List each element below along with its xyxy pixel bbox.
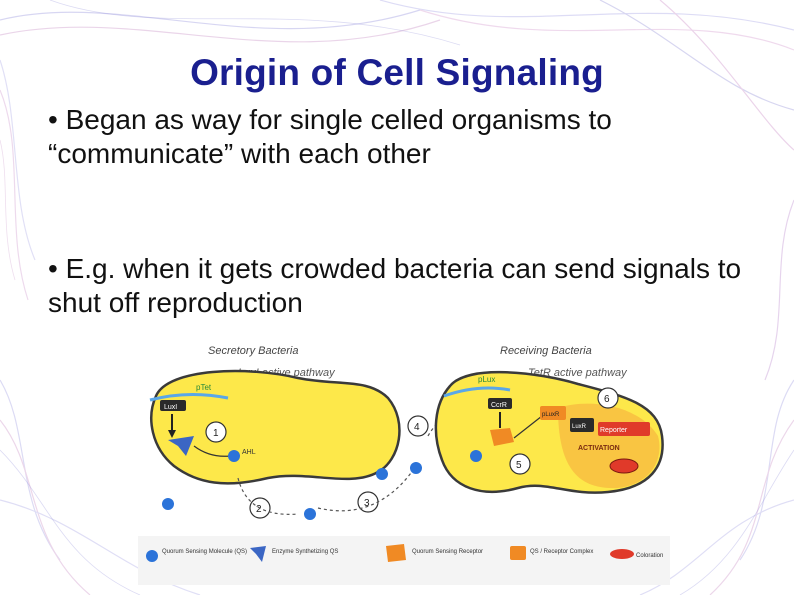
step-number: 5 (516, 460, 522, 471)
signal-path (237, 477, 299, 515)
receptor-icon (490, 428, 514, 446)
enzyme-icon (250, 546, 266, 562)
arrow (513, 415, 543, 439)
signal-molecule-icon (228, 450, 240, 462)
legend-item-coloration: Coloration (610, 549, 663, 559)
step-number: 4 (414, 422, 420, 433)
bullet-point: • Began as way for single celled organis… (48, 104, 612, 169)
step-marker (205, 421, 227, 443)
lux-label: pLux (478, 375, 495, 384)
legend-item-complex: QS / Receptor Complex (510, 546, 593, 560)
step-number: 3 (364, 498, 370, 509)
ahl-label: AHL (242, 449, 256, 456)
dna-strand (443, 386, 511, 398)
signal-molecule-icon (470, 450, 482, 462)
ccr-label: CcrR (491, 402, 507, 409)
reporter-label: Reporter (600, 427, 628, 434)
signal-molecule-icon (162, 498, 174, 510)
legend-label: Enzyme Synthetizing QS (272, 549, 338, 555)
step-marker (597, 387, 619, 409)
left-heading: Secretory Bacteria (208, 345, 298, 357)
quorum-sensing-figure: Secretory Bacteria LuxI active pathway R… (138, 338, 670, 585)
right-heading: Receiving Bacteria (500, 345, 592, 357)
right-subheading: TetR active pathway (528, 367, 628, 379)
gene-block (488, 398, 512, 409)
arrow-head (168, 430, 176, 438)
complex-icon (540, 406, 566, 420)
receptor-icon (386, 544, 406, 562)
legend-item-enzyme: Enzyme Synthetizing QS (250, 546, 338, 562)
legend-label: Quorum Sensing Receptor (412, 549, 483, 555)
activation-label: ACTIVATION (578, 445, 620, 452)
legend-item-qs-molecule: Quorum Sensing Molecule (QS) (146, 549, 247, 562)
legend-label: Quorum Sensing Molecule (QS) (162, 549, 247, 555)
luxr-label: LuxR (572, 424, 587, 430)
reporter-gene-block (598, 422, 650, 436)
slide-title: Origin of Cell Signaling (190, 52, 604, 93)
coloration-icon (609, 458, 639, 474)
signal-molecule-icon (304, 508, 316, 520)
step-number: 1 (213, 428, 219, 439)
legend-label: Coloration (636, 553, 663, 559)
secretory-bacterium-cell (150, 369, 401, 485)
luxi-label: LuxI (164, 404, 177, 411)
gene-block (570, 418, 594, 432)
legend-label: QS / Receptor Complex (530, 549, 593, 555)
tet-label: pTet (196, 383, 212, 392)
signal-path (317, 465, 417, 512)
complex-icon (510, 546, 526, 560)
legend-item-receptor: Quorum Sensing Receptor (386, 544, 483, 562)
dna-strand (149, 392, 229, 402)
step-number: 6 (604, 394, 610, 405)
step-marker (509, 453, 531, 475)
arrow (193, 445, 231, 457)
pluxr-label: pLuxR (542, 412, 560, 418)
bullet-point: • E.g. when it gets crowded bacteria can… (48, 253, 742, 318)
enzyme-icon (168, 436, 194, 456)
legend-panel (138, 536, 670, 585)
signal-molecule-icon (410, 462, 422, 474)
coloration-icon (610, 549, 634, 559)
step-number: 2 (256, 504, 262, 515)
signal-molecule-icon (376, 468, 388, 480)
gene-block (160, 400, 186, 411)
step-marker (407, 415, 429, 437)
signal-molecule-icon (146, 550, 158, 562)
